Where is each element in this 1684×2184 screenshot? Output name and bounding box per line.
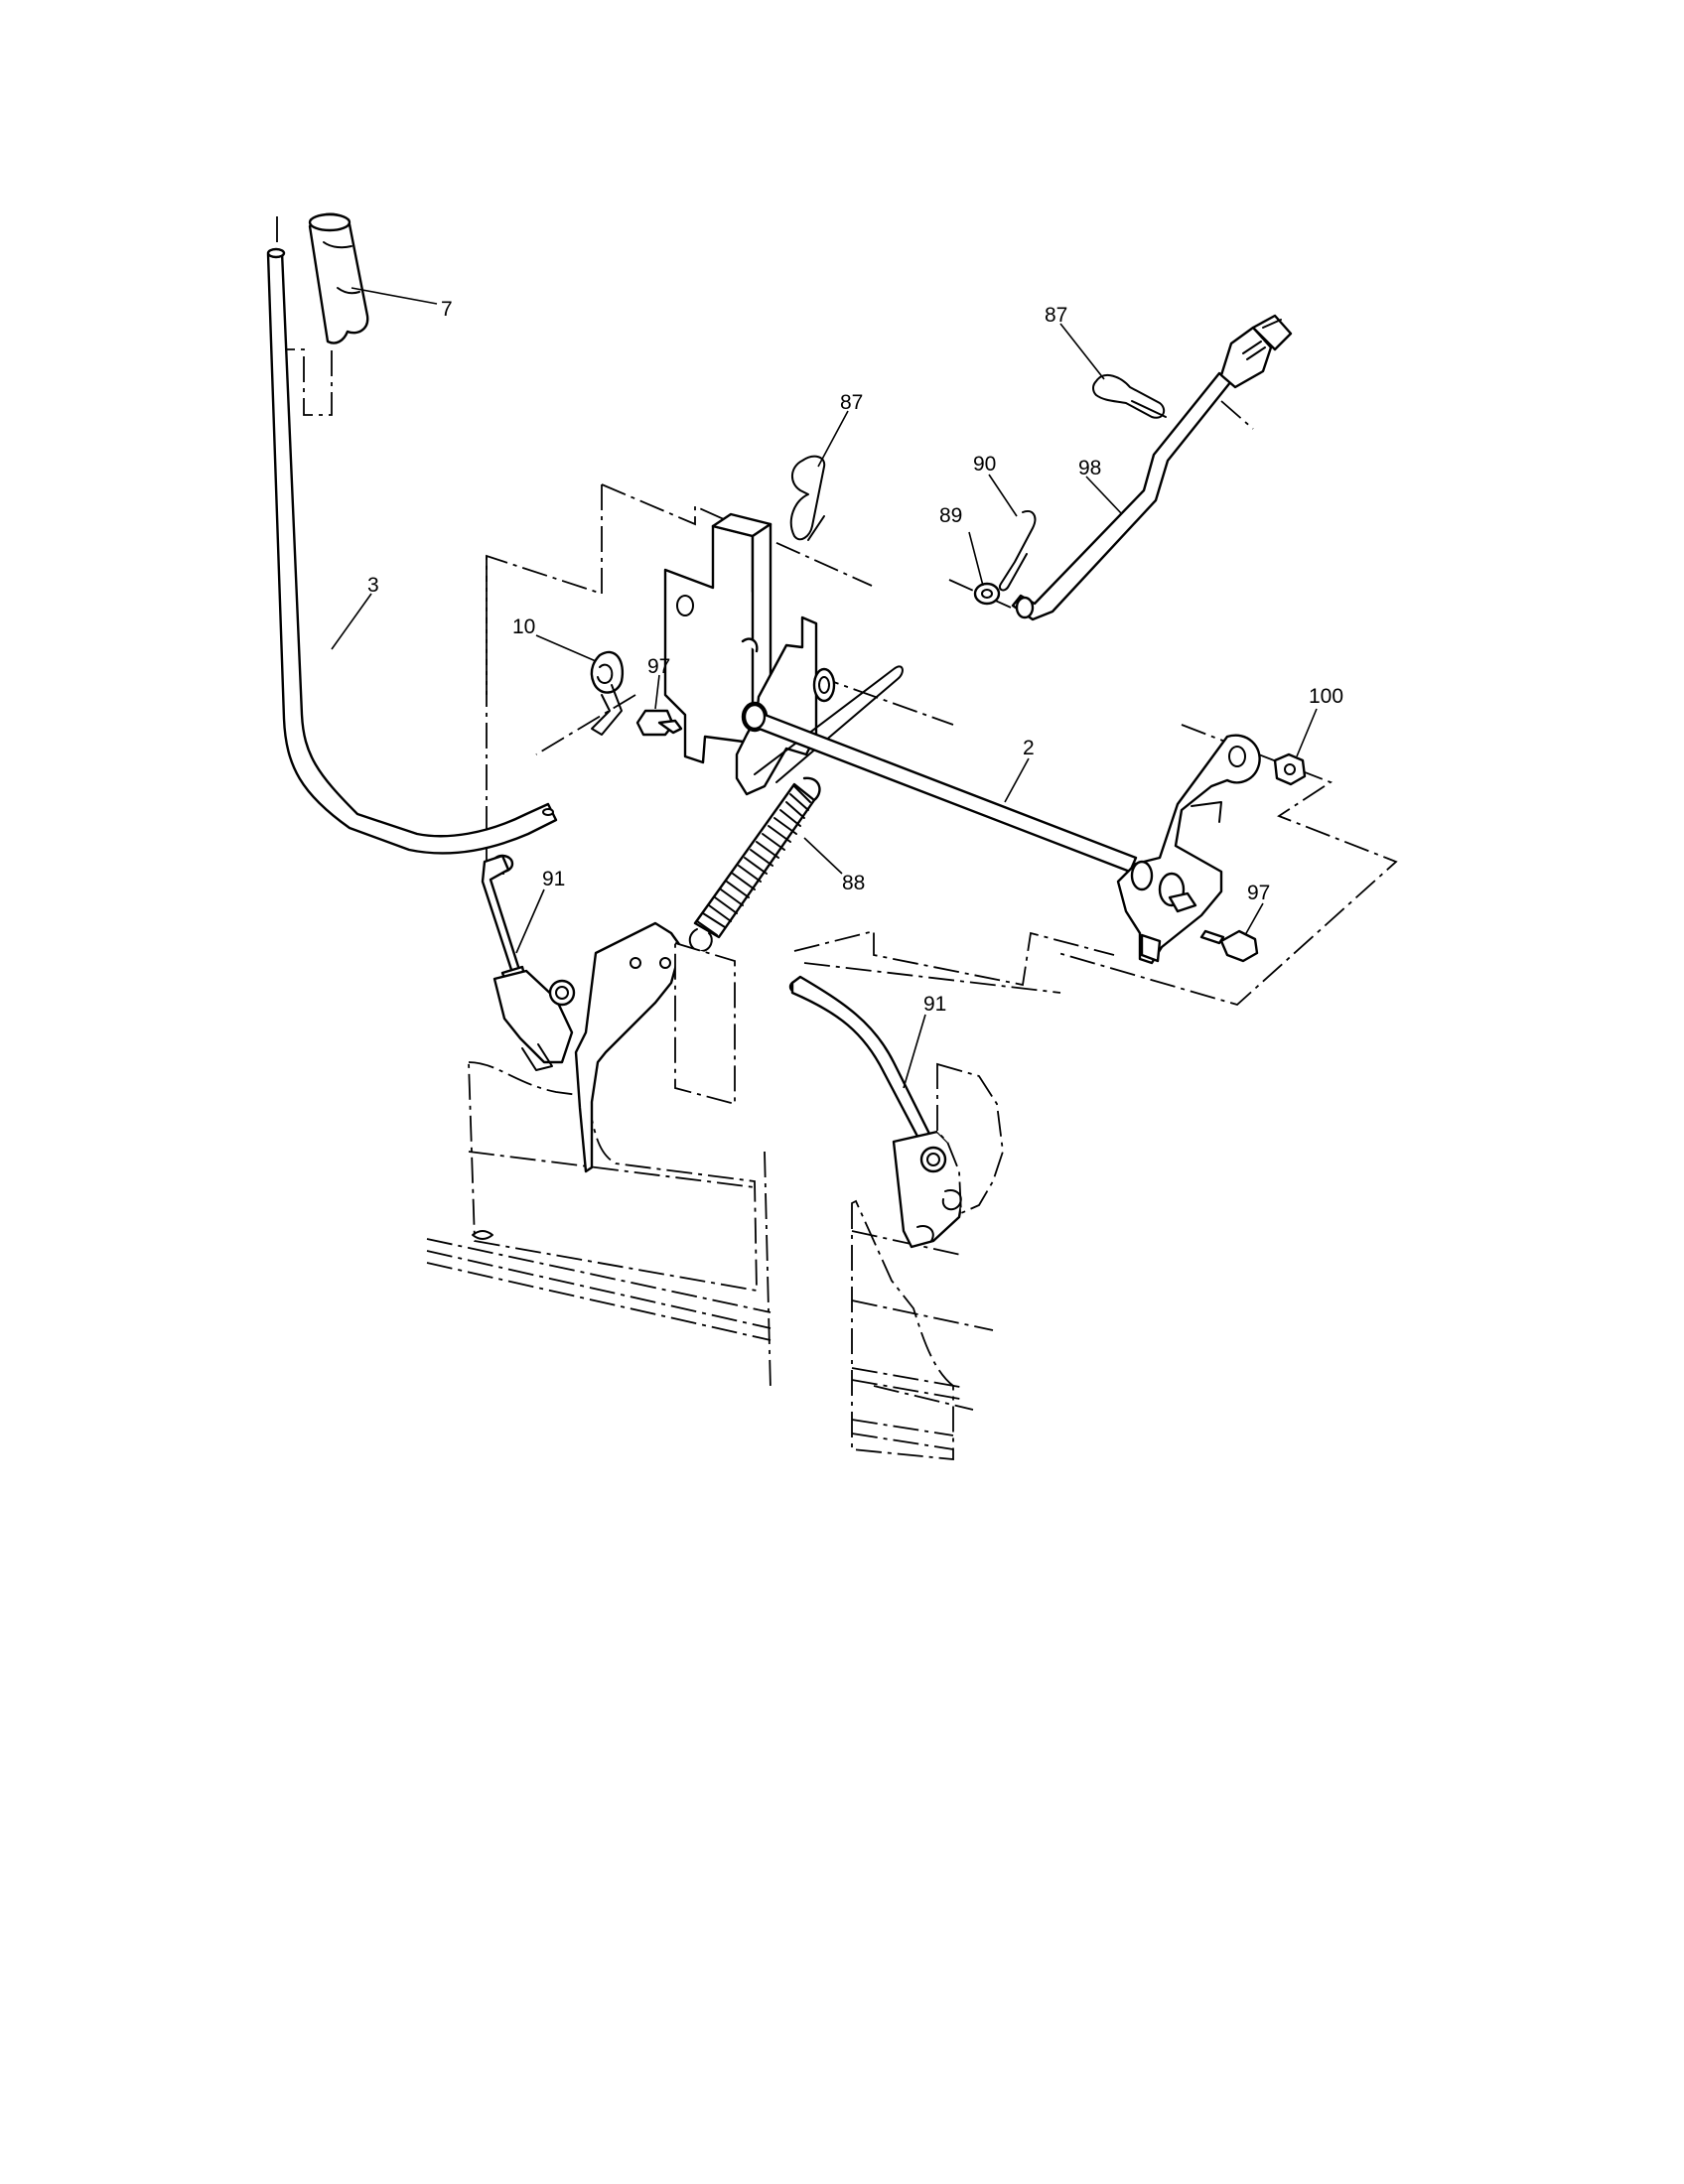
clip: [999, 510, 1037, 592]
hairpin-clip-right: [1092, 373, 1167, 419]
callout-hairpin-clip-right: 87: [1045, 304, 1067, 327]
callout-handle-grip: 7: [441, 298, 453, 321]
right-hanger-bracket: [892, 1062, 1004, 1249]
hairpin-clip-upper: [789, 455, 826, 541]
bolt-right: [1199, 929, 1259, 963]
handle-grip: [308, 212, 369, 344]
lift-shaft: [743, 703, 1138, 874]
callout-lift-link-left: 91: [542, 868, 565, 890]
phantom-frame-lines: [276, 216, 1398, 1007]
callout-hairpin-clip-upper: 87: [840, 391, 863, 414]
callout-torsion-spring: 10: [512, 615, 535, 638]
right-lift-arm: [1116, 734, 1261, 965]
washer: [973, 582, 1001, 606]
torsion-spring: [590, 650, 625, 736]
callout-clip: 90: [973, 453, 996, 476]
callout-labels: 7 3 10 97 87 87 90 98 89 2 100 97 88 91 …: [367, 298, 1343, 1016]
extension-spring: [688, 776, 821, 958]
callout-nut: 100: [1309, 685, 1343, 708]
spring-coils: [696, 785, 811, 936]
callout-extension-spring: 88: [842, 872, 865, 894]
left-hanger-bracket: [492, 921, 736, 1173]
mower-deck-phantom: [426, 1061, 994, 1460]
callout-adjust-rod: 98: [1078, 457, 1101, 479]
callout-bolt-left: 97: [647, 655, 670, 678]
spring-rod: [754, 665, 904, 783]
nut: [1273, 752, 1307, 786]
callout-washer: 89: [939, 504, 962, 527]
leader-lines: [331, 287, 1318, 1089]
bolt-left: [635, 709, 683, 737]
mounting-bracket: [663, 512, 836, 796]
lift-link-left: [481, 854, 528, 991]
adjust-rod: [1011, 314, 1293, 621]
callout-bolt-right: 97: [1247, 882, 1270, 904]
callout-lift-link-right: 91: [923, 993, 946, 1016]
lift-handle: [266, 247, 558, 855]
callout-lift-handle: 3: [367, 574, 379, 597]
callout-lift-shaft: 2: [1023, 737, 1035, 759]
